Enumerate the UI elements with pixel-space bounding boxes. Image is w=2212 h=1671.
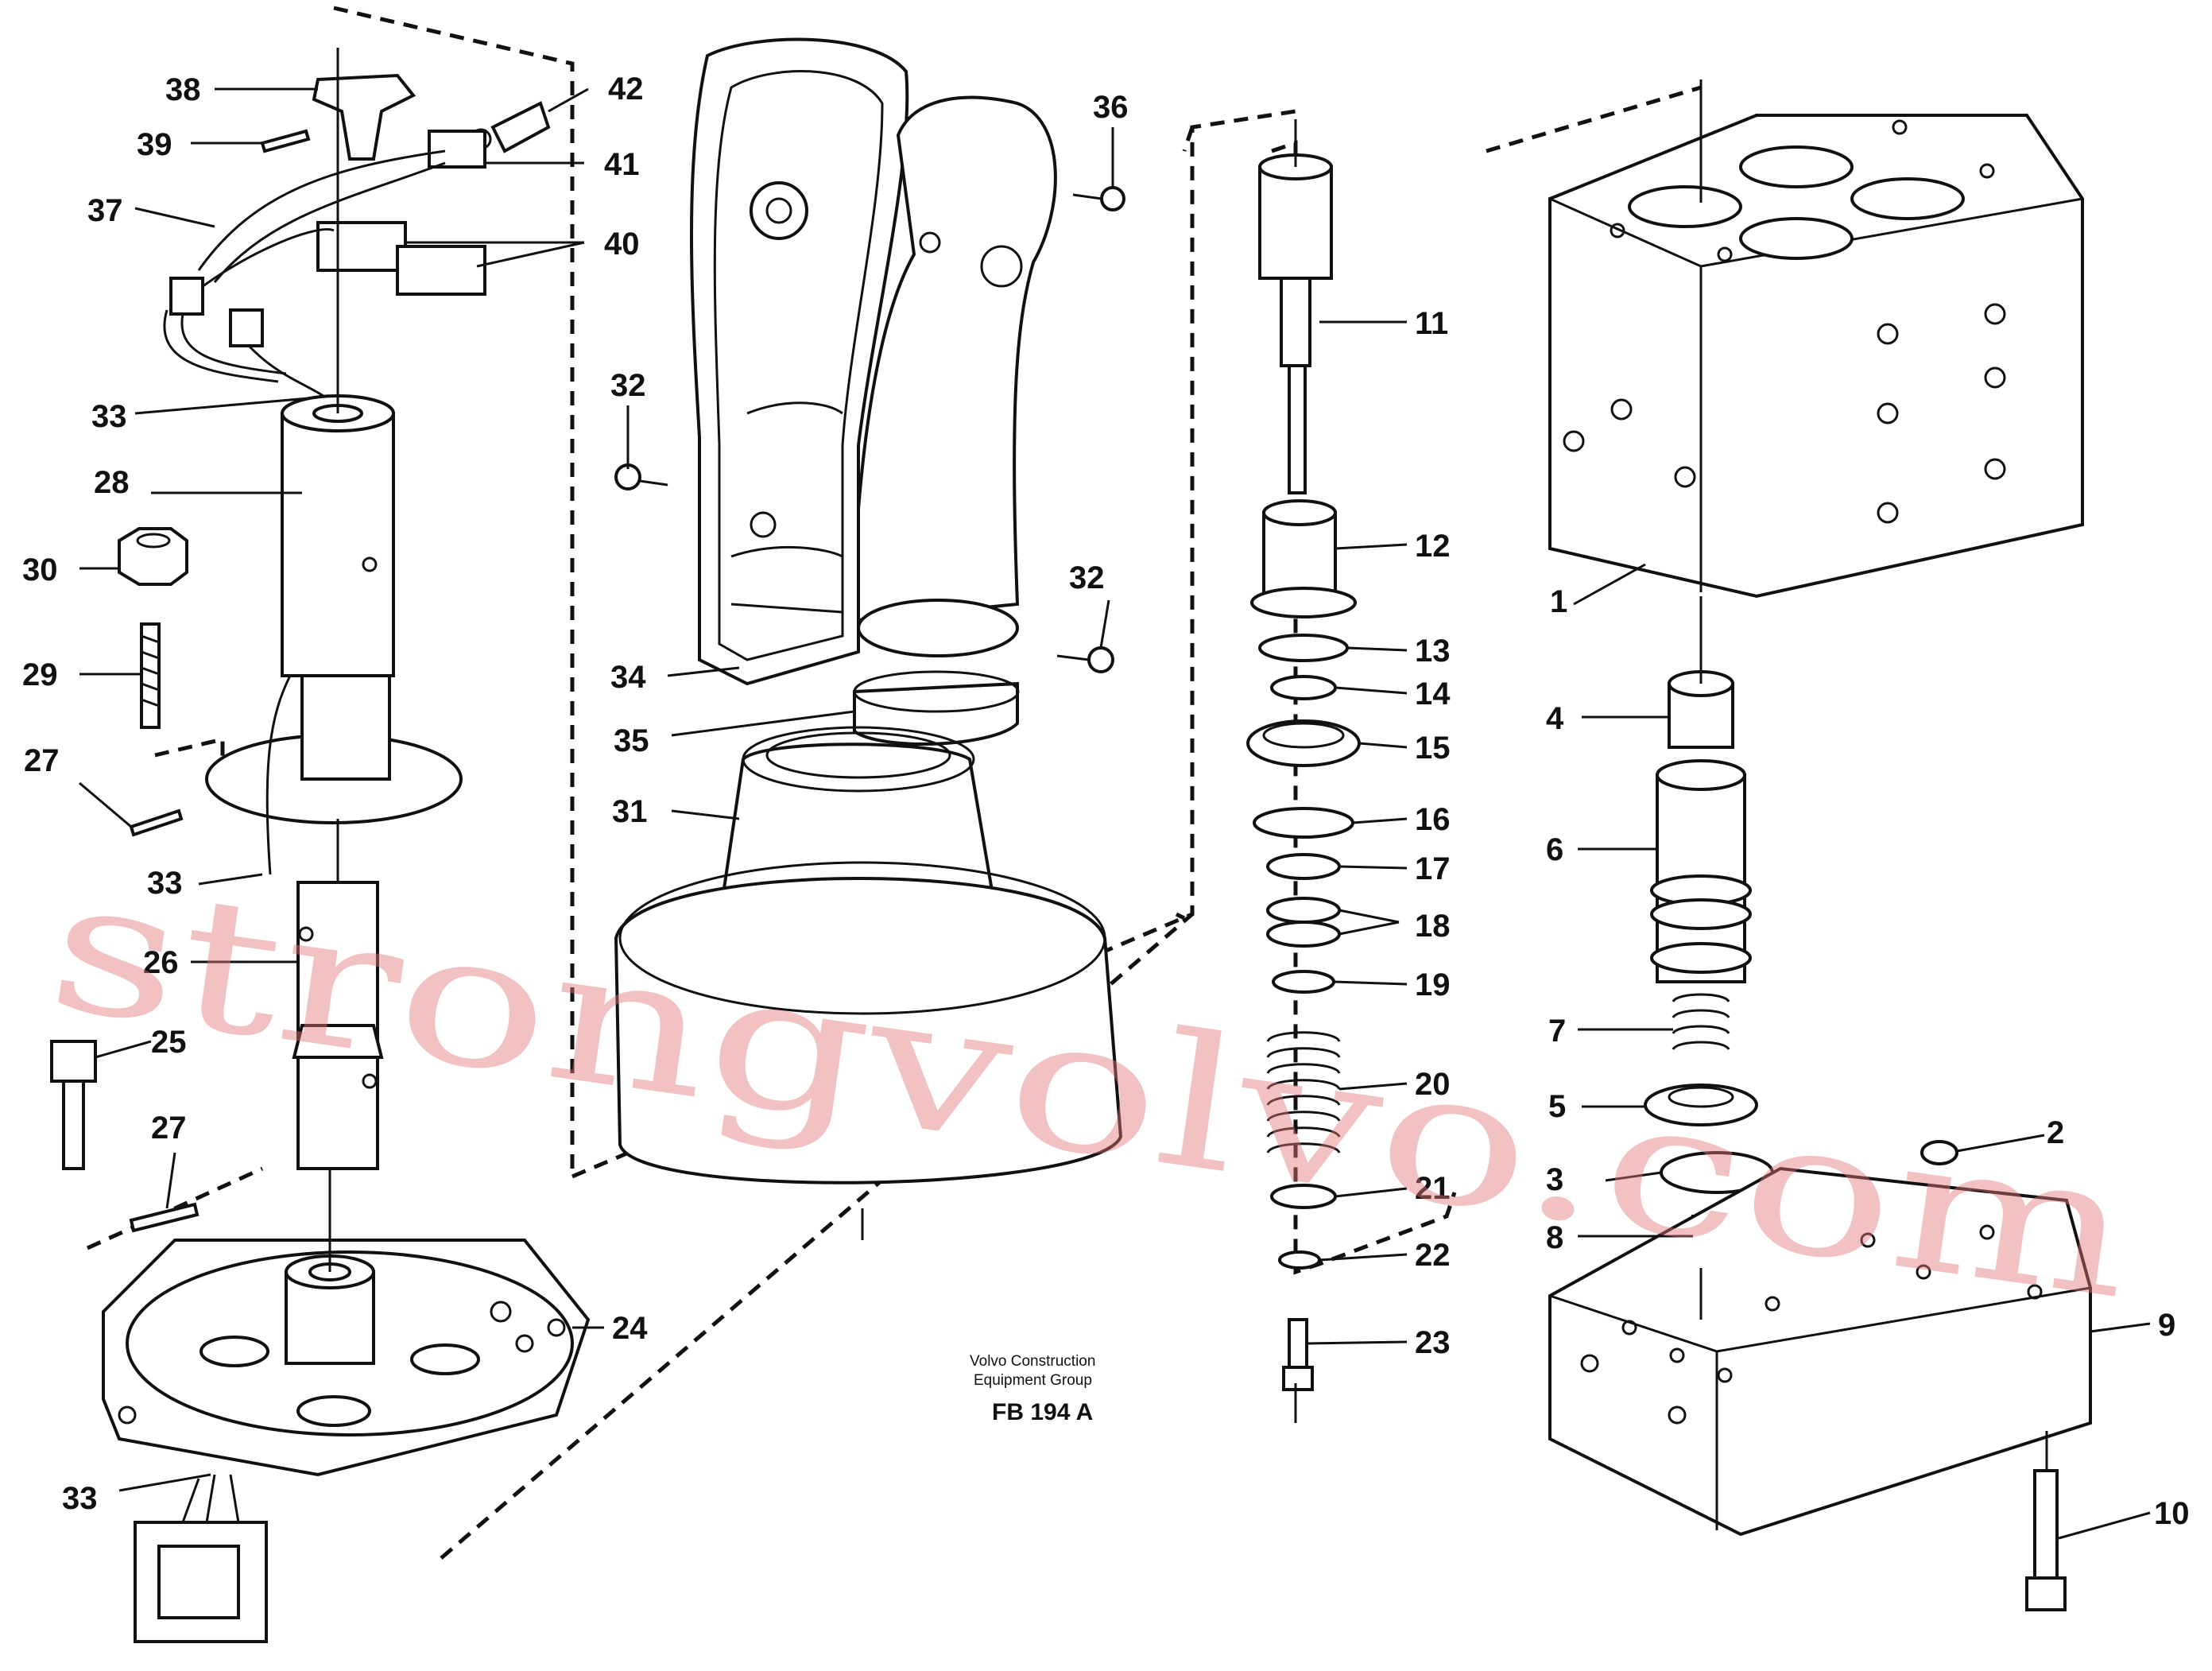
callout-27-lower: 27 bbox=[151, 1111, 187, 1146]
callout-17: 17 bbox=[1415, 851, 1451, 886]
callout-20: 20 bbox=[1415, 1067, 1451, 1102]
callout-23: 23 bbox=[1415, 1325, 1451, 1360]
callout-26: 26 bbox=[143, 945, 179, 980]
base-skirt bbox=[614, 877, 1123, 1184]
valve-housing-1 bbox=[1548, 114, 2084, 599]
ring-14 bbox=[1270, 675, 1337, 700]
microswitch-40a bbox=[316, 221, 407, 272]
callout-13: 13 bbox=[1415, 634, 1451, 669]
callout-19: 19 bbox=[1415, 967, 1451, 1002]
microswitch-40b bbox=[396, 245, 486, 296]
callout-30: 30 bbox=[22, 552, 58, 587]
grip-shell-34 bbox=[690, 37, 909, 686]
callout-4: 4 bbox=[1546, 701, 1564, 736]
ring-13 bbox=[1258, 634, 1349, 662]
grip-handle bbox=[857, 95, 1057, 622]
callout-14: 14 bbox=[1415, 677, 1451, 711]
pin-39 bbox=[260, 129, 311, 153]
spring-20 bbox=[1266, 1031, 1341, 1153]
plunger-11 bbox=[1258, 165, 1333, 280]
leader-lines bbox=[79, 87, 2151, 1540]
callout-40: 40 bbox=[604, 227, 640, 262]
callout-16: 16 bbox=[1415, 802, 1451, 837]
bottom-plate-9 bbox=[1548, 1166, 2092, 1537]
callout-18: 18 bbox=[1415, 909, 1451, 944]
shim-18a bbox=[1266, 897, 1341, 924]
callout-36: 36 bbox=[1093, 90, 1129, 125]
washer-17 bbox=[1266, 853, 1341, 880]
callout-29: 29 bbox=[22, 657, 58, 692]
callout-31: 31 bbox=[612, 794, 648, 829]
spring-7 bbox=[1672, 993, 1730, 1050]
credit-line-1: Volvo Construction bbox=[970, 1353, 1095, 1370]
callout-24: 24 bbox=[612, 1311, 648, 1346]
callout-28: 28 bbox=[94, 465, 130, 500]
callout-5: 5 bbox=[1548, 1089, 1566, 1124]
callout-22: 22 bbox=[1415, 1238, 1451, 1273]
washer-22 bbox=[1278, 1250, 1321, 1270]
callout-27-upper: 27 bbox=[24, 743, 60, 778]
centerlines bbox=[328, 48, 2048, 1471]
callout-33-bottom: 33 bbox=[62, 1481, 98, 1516]
drawing-code: FB 194 A bbox=[992, 1399, 1093, 1425]
callout-35: 35 bbox=[614, 723, 649, 758]
callout-10: 10 bbox=[2154, 1496, 2190, 1531]
tube-28 bbox=[281, 412, 395, 677]
ring-2 bbox=[1920, 1140, 1958, 1165]
callout-32-upper: 32 bbox=[610, 368, 646, 403]
callout-9: 9 bbox=[2158, 1308, 2175, 1343]
spring-seat-5 bbox=[1644, 1084, 1758, 1126]
switch-41 bbox=[428, 130, 486, 169]
screw-10 bbox=[2033, 1469, 2059, 1584]
callout-12: 12 bbox=[1415, 529, 1451, 564]
callout-25: 25 bbox=[151, 1025, 187, 1060]
pin-27-upper bbox=[129, 808, 184, 837]
callout-11: 11 bbox=[1415, 306, 1448, 341]
credit-line-2: Equipment Group bbox=[974, 1372, 1092, 1389]
callout-32-lower: 32 bbox=[1069, 560, 1105, 595]
callout-33-middle: 33 bbox=[147, 866, 183, 901]
callout-34: 34 bbox=[610, 660, 646, 695]
shim-18b bbox=[1266, 921, 1341, 948]
callout-38: 38 bbox=[165, 72, 201, 107]
callout-21: 21 bbox=[1415, 1171, 1451, 1206]
wiring-37 bbox=[182, 149, 446, 399]
callout-15: 15 bbox=[1415, 731, 1451, 766]
callout-33-top: 33 bbox=[91, 399, 127, 434]
connector-42 bbox=[490, 101, 551, 153]
callout-labels: 1 2 3 4 5 6 7 8 9 10 11 12 13 14 15 16 1… bbox=[22, 72, 2190, 1531]
nut-30 bbox=[118, 527, 188, 586]
callout-39: 39 bbox=[137, 127, 172, 162]
ring-16 bbox=[1253, 807, 1354, 839]
callout-8: 8 bbox=[1546, 1220, 1563, 1255]
callout-7: 7 bbox=[1548, 1014, 1566, 1049]
screw-36 bbox=[1100, 186, 1125, 211]
knob-38 bbox=[312, 73, 416, 161]
callout-3: 3 bbox=[1546, 1162, 1563, 1197]
washer-19 bbox=[1272, 970, 1335, 994]
callout-41: 41 bbox=[604, 147, 640, 182]
callout-42: 42 bbox=[608, 72, 644, 107]
credit-block: Volvo Construction Equipment Group FB 19… bbox=[970, 1353, 1095, 1425]
callout-6: 6 bbox=[1546, 832, 1563, 867]
seal-15 bbox=[1246, 719, 1361, 767]
pin-27-lower bbox=[129, 1202, 200, 1233]
valve-body-assembly bbox=[1548, 114, 2092, 1611]
grip-assembly bbox=[614, 37, 1125, 1184]
callout-2: 2 bbox=[2047, 1115, 2064, 1150]
plunger-stack bbox=[1246, 153, 1361, 1391]
callout-1: 1 bbox=[1550, 584, 1567, 619]
callout-37: 37 bbox=[87, 193, 123, 228]
left-handle-assembly bbox=[50, 73, 591, 1643]
screw-32b bbox=[1087, 646, 1114, 673]
